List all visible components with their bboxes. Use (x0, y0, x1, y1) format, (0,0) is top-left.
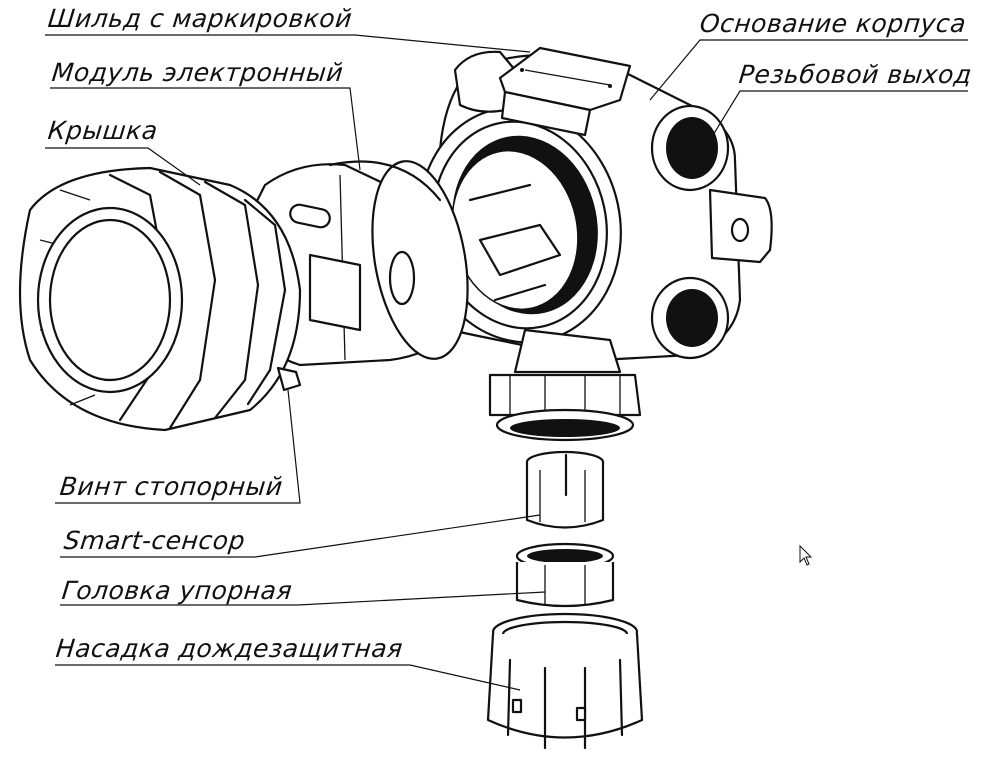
marking-plate (498, 46, 632, 137)
label-smart-sensor: Smart-сенсор (62, 526, 247, 555)
leader-lines (45, 34, 968, 691)
rain-cap (486, 612, 644, 750)
label-cover: Крышка (46, 116, 160, 145)
label-electronic-module: Модуль электронный (50, 58, 345, 87)
label-rain-cap: Насадка дождезащитная (54, 634, 405, 663)
stop-head (515, 542, 615, 608)
housing-base (418, 50, 773, 374)
smart-sensor (525, 450, 605, 529)
cover (18, 166, 302, 432)
label-locking-screw: Винт стопорный (58, 472, 285, 501)
mouse-pointer-icon (799, 544, 813, 566)
housing-nut (488, 373, 642, 442)
label-stop-head: Головка упорная (60, 576, 294, 605)
label-housing-base: Основание корпуса (698, 9, 968, 38)
label-threaded-outlet: Резьбовой выход (737, 60, 974, 89)
label-marking-plate: Шильд с маркировкой (46, 4, 354, 33)
